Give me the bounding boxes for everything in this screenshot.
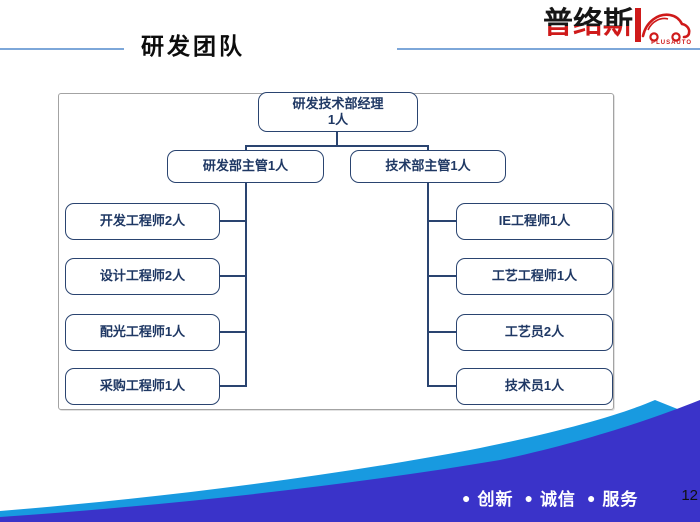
connector-left-drop <box>245 145 247 151</box>
connector-right-stub-3 <box>428 331 456 333</box>
org-node-process-engineer: 工艺工程师1人 <box>456 258 613 295</box>
org-node-design-engineer: 设计工程师2人 <box>65 258 220 295</box>
org-node-manager-count: 1人 <box>327 112 349 127</box>
connector-left-stub-1 <box>219 220 247 222</box>
logo-brand-text: 普络斯 <box>543 7 633 40</box>
org-node-manager: 研发技术部经理 1人 <box>258 92 418 132</box>
page-number: 12 <box>681 487 698 504</box>
org-node-dev-engineer: 开发工程师2人 <box>65 203 220 240</box>
bullet-icon: ● <box>462 489 472 506</box>
connector-left-stub-3 <box>219 331 247 333</box>
connector-left-trunk <box>245 182 247 387</box>
footer-slogan: ● 创新 ● 诚信 ● 服务 <box>462 485 638 510</box>
page-title: 研发团队 <box>141 33 245 59</box>
connector-left-stub-2 <box>219 275 247 277</box>
footer-item-service: ● 服务 <box>587 485 638 510</box>
connector-left-stub-4 <box>219 385 247 387</box>
connector-root-drop <box>336 132 338 146</box>
connector-right-drop <box>427 145 429 151</box>
connector-split <box>245 145 429 147</box>
connector-right-stub-4 <box>428 385 456 387</box>
org-node-ie-engineer: IE工程师1人 <box>456 203 613 240</box>
footer-item-label: 诚信 <box>539 490 576 509</box>
connector-right-stub-2 <box>428 275 456 277</box>
org-node-optics-engineer: 配光工程师1人 <box>65 314 220 351</box>
car-icon: PLUSAUTO <box>634 6 692 50</box>
org-node-technician: 技术员1人 <box>456 368 613 405</box>
bullet-icon: ● <box>586 489 597 506</box>
footer-item-integrity: ● 诚信 <box>524 485 575 510</box>
bullet-icon: ● <box>524 489 534 506</box>
org-node-rd-supervisor: 研发部主管1人 <box>167 150 324 183</box>
connector-right-trunk <box>427 182 429 387</box>
org-node-tech-supervisor: 技术部主管1人 <box>350 150 506 183</box>
connector-right-stub-1 <box>428 220 456 222</box>
footer-wave-graphic <box>0 400 700 522</box>
footer-item-innovation: ● 创新 <box>462 485 513 510</box>
company-logo: 普络斯 PLUSAUTO <box>543 6 692 50</box>
org-node-manager-title: 研发技术部经理 <box>292 95 384 111</box>
logo-subtext: PLUSAUTO <box>651 40 692 46</box>
org-node-purchasing-engineer: 采购工程师1人 <box>65 368 220 405</box>
org-node-process-staff: 工艺员2人 <box>456 314 613 351</box>
title-underline-right <box>397 48 700 50</box>
title-underline-left <box>0 48 124 50</box>
footer-item-label: 服务 <box>602 490 639 509</box>
footer-item-label: 创新 <box>477 490 514 509</box>
